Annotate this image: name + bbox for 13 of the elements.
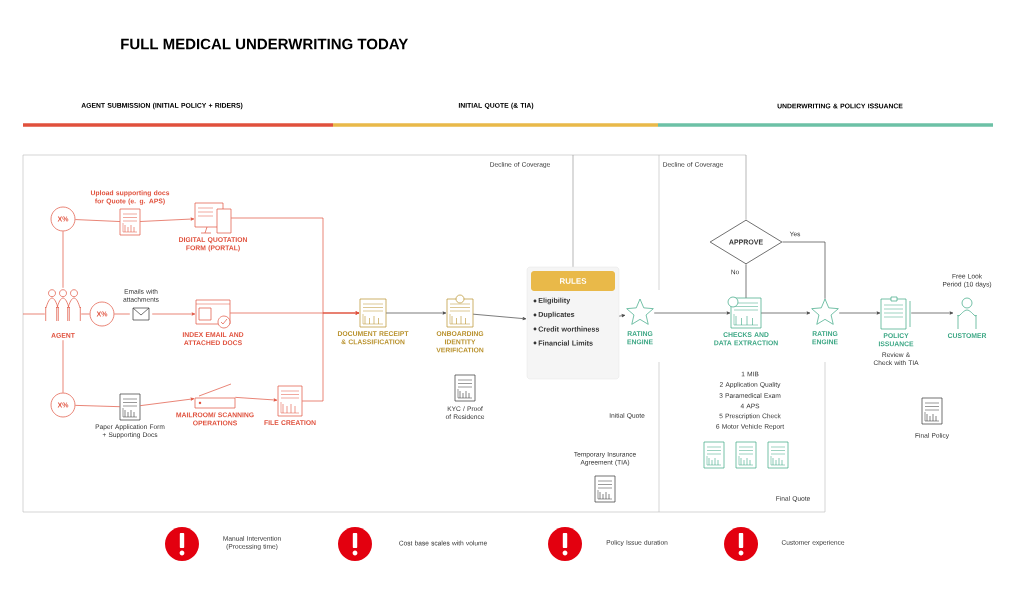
connector-arrow <box>151 312 196 316</box>
connector-arrow <box>838 311 881 315</box>
connector-arrow <box>653 311 731 315</box>
connector-arrow <box>385 311 447 315</box>
connector-arrow <box>472 313 527 321</box>
connector-arrow <box>910 311 954 315</box>
connector-arrow <box>760 311 811 315</box>
connector-arrow <box>139 397 195 407</box>
title: FULL MEDICAL UNDERWRITING TODAY <box>121 38 408 50</box>
connector-arrow <box>139 217 195 222</box>
connector-arrow <box>301 311 360 402</box>
connector-arrow <box>618 314 626 318</box>
connector-arrow <box>234 397 278 402</box>
